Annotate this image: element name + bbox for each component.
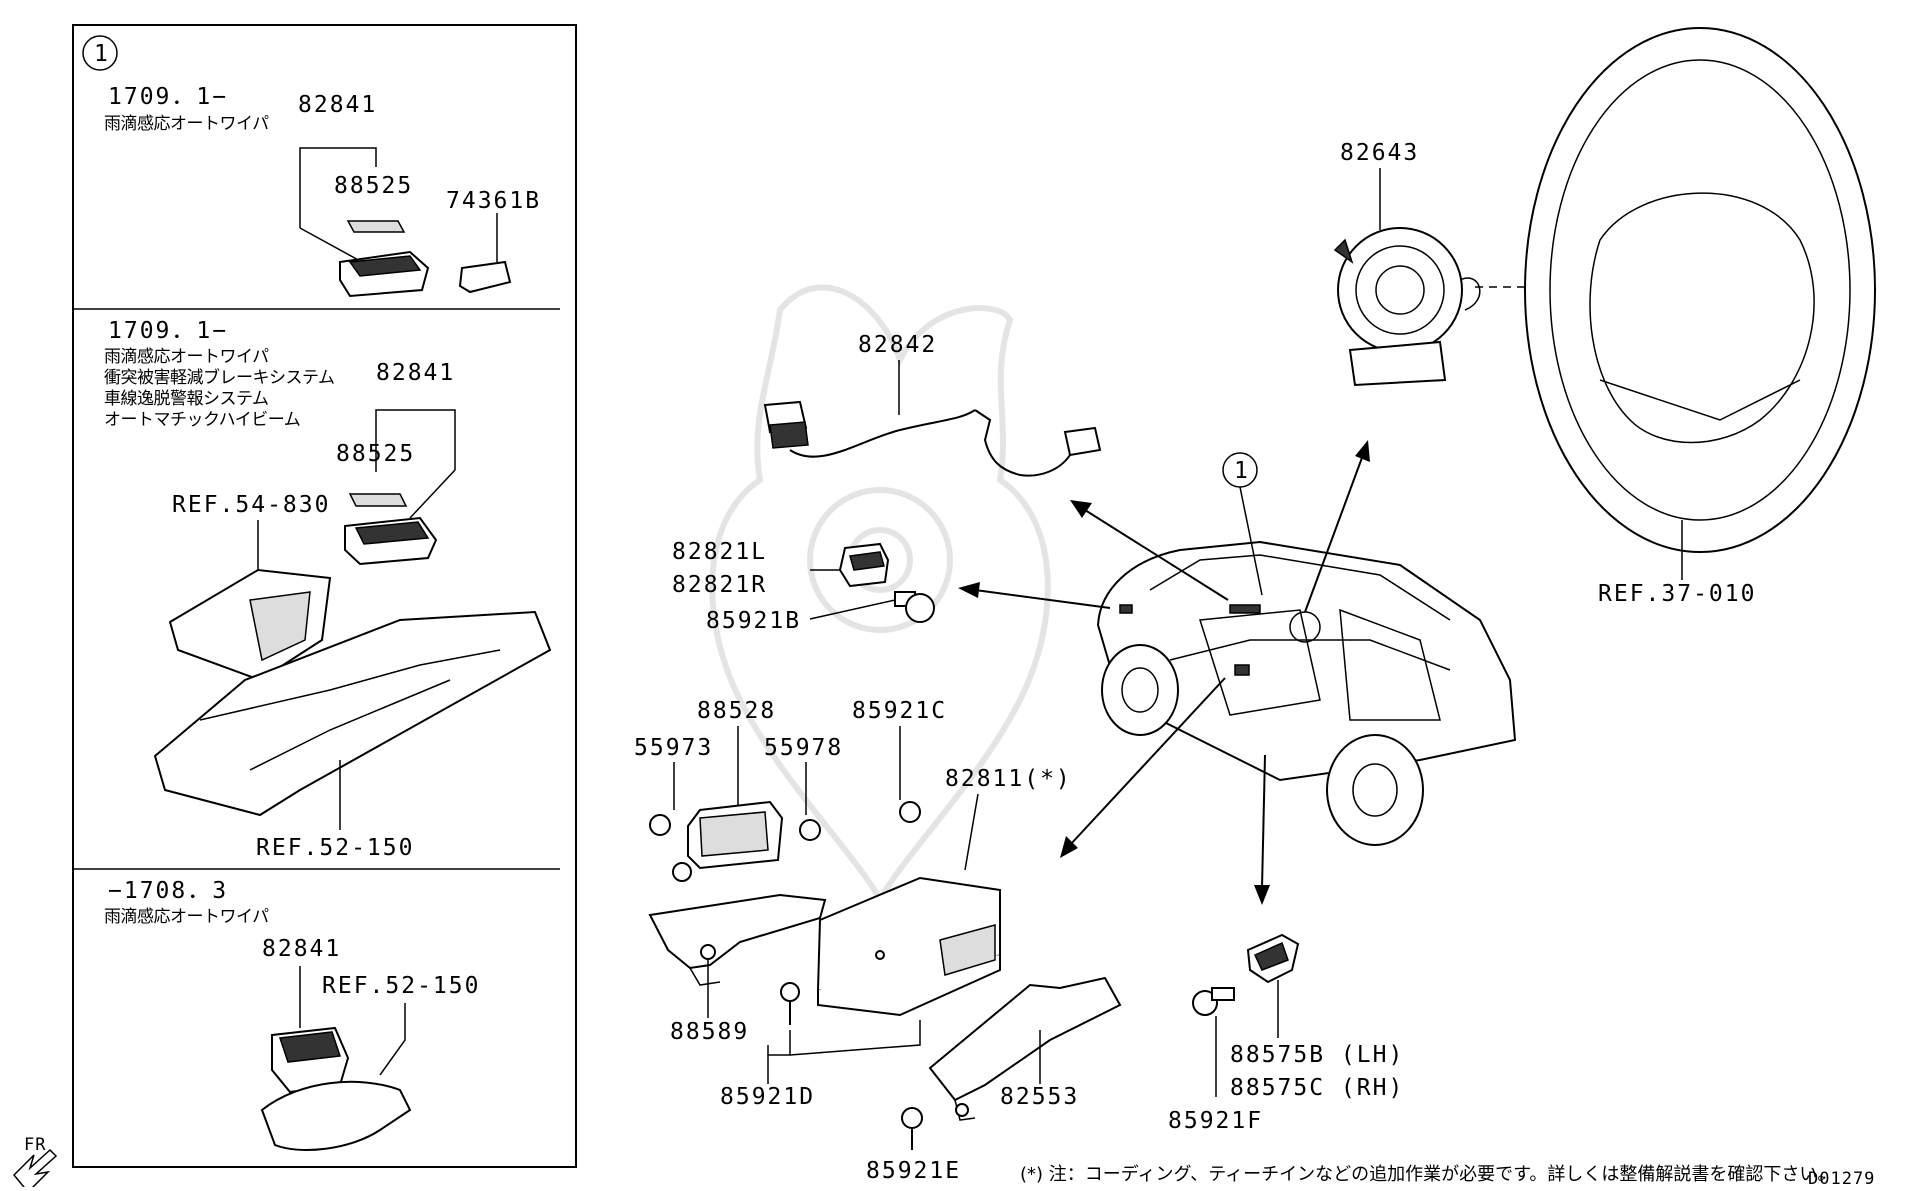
- connector-82821-shape: [838, 542, 890, 588]
- ref-37-010: REF.37-010: [1598, 581, 1756, 607]
- section2-ref-54-830: REF.54-830: [172, 492, 330, 518]
- sensor-88528-shape: [649, 800, 921, 882]
- harness-82842-shape: [763, 400, 1102, 477]
- label-85921b: 85921B: [706, 608, 801, 634]
- inset-box: 1 1709．1− 雨滴感応オートワイパ 82841 88525 74361B …: [72, 24, 577, 1168]
- clock-spring-82643-shape: [1333, 227, 1481, 387]
- label-88528: 88528: [697, 698, 776, 724]
- section1-cover-shape: [458, 260, 512, 294]
- front-direction-icon: [12, 1148, 58, 1191]
- section1-date: 1709．1−: [108, 84, 228, 110]
- label-88589: 88589: [670, 1019, 749, 1045]
- bolt-85921d-shape: [780, 982, 800, 1025]
- section2-condition-1: 雨滴感応オートワイパ: [104, 347, 269, 367]
- footnote: (*) 注：コーディング、ティーチインなどの追加作業が必要です。詳しくは整備解説…: [1020, 1164, 1835, 1185]
- steering-wheel-shape: [1524, 27, 1876, 553]
- label-82842: 82842: [858, 332, 937, 358]
- section1-condition: 雨滴感応オートワイパ: [104, 114, 269, 134]
- section1-part-88525: 88525: [334, 173, 413, 199]
- fr-label: FR: [24, 1135, 46, 1155]
- label-85921e: 85921E: [866, 1158, 961, 1184]
- section2-condition-2: 衝突被害軽減ブレーキシステム: [104, 367, 335, 388]
- section1-part-74361b: 74361B: [446, 188, 541, 214]
- section2-condition-3: 車線逸脱警報システム: [104, 389, 269, 409]
- label-55973: 55973: [634, 735, 713, 761]
- label-85921f: 85921F: [1168, 1108, 1263, 1134]
- section2-part-82841: 82841: [376, 360, 455, 386]
- section2-date: 1709．1−: [108, 318, 228, 344]
- label-82553: 82553: [1000, 1084, 1079, 1110]
- section3-part-82841: 82841: [262, 936, 341, 962]
- diagram-code: D01279: [1808, 1169, 1875, 1187]
- label-82811: 82811(*): [945, 766, 1072, 792]
- bracket-88589-shape: [648, 893, 827, 986]
- label-82821r: 82821R: [672, 572, 767, 598]
- label-88575c: 88575C (RH): [1230, 1075, 1404, 1101]
- label-88575b: 88575B (LH): [1230, 1042, 1404, 1068]
- connector-88575-shape: [1246, 933, 1300, 984]
- section1-gel-pad-shape: [346, 220, 406, 233]
- section2-condition-4: オートマチックハイビーム: [104, 410, 300, 430]
- bolt-85921b-shape: [894, 591, 935, 623]
- bolt-85921f-shape: [1192, 987, 1235, 1016]
- section2-ref-52-150: REF.52-150: [256, 835, 414, 861]
- section3-date: −1708．3: [108, 878, 228, 904]
- section2-part-88525: 88525: [336, 441, 415, 467]
- label-82821l: 82821L: [672, 539, 767, 565]
- label-85921c: 85921C: [852, 698, 947, 724]
- label-85921d: 85921D: [720, 1084, 815, 1110]
- main-callout-label: 1: [1234, 458, 1250, 484]
- label-55978: 55978: [764, 735, 843, 761]
- section3-mirror-base-shape: [260, 1080, 412, 1151]
- vehicle-outline-shape: [1096, 540, 1517, 846]
- bolt-85921e-shape: [901, 1107, 923, 1150]
- label-82643: 82643: [1340, 140, 1419, 166]
- section1-part-82841: 82841: [298, 92, 377, 118]
- leader-arrows: [958, 440, 1370, 905]
- section3-condition: 雨滴感応オートワイパ: [104, 907, 269, 927]
- bracket-82553-shape: [928, 976, 1122, 1121]
- inset-circle-label: 1: [94, 41, 110, 67]
- ecu-82811-shape: [816, 876, 1001, 1017]
- section2-trim-panel-shape: [153, 610, 552, 817]
- section3-ref-52-150: REF.52-150: [322, 973, 480, 999]
